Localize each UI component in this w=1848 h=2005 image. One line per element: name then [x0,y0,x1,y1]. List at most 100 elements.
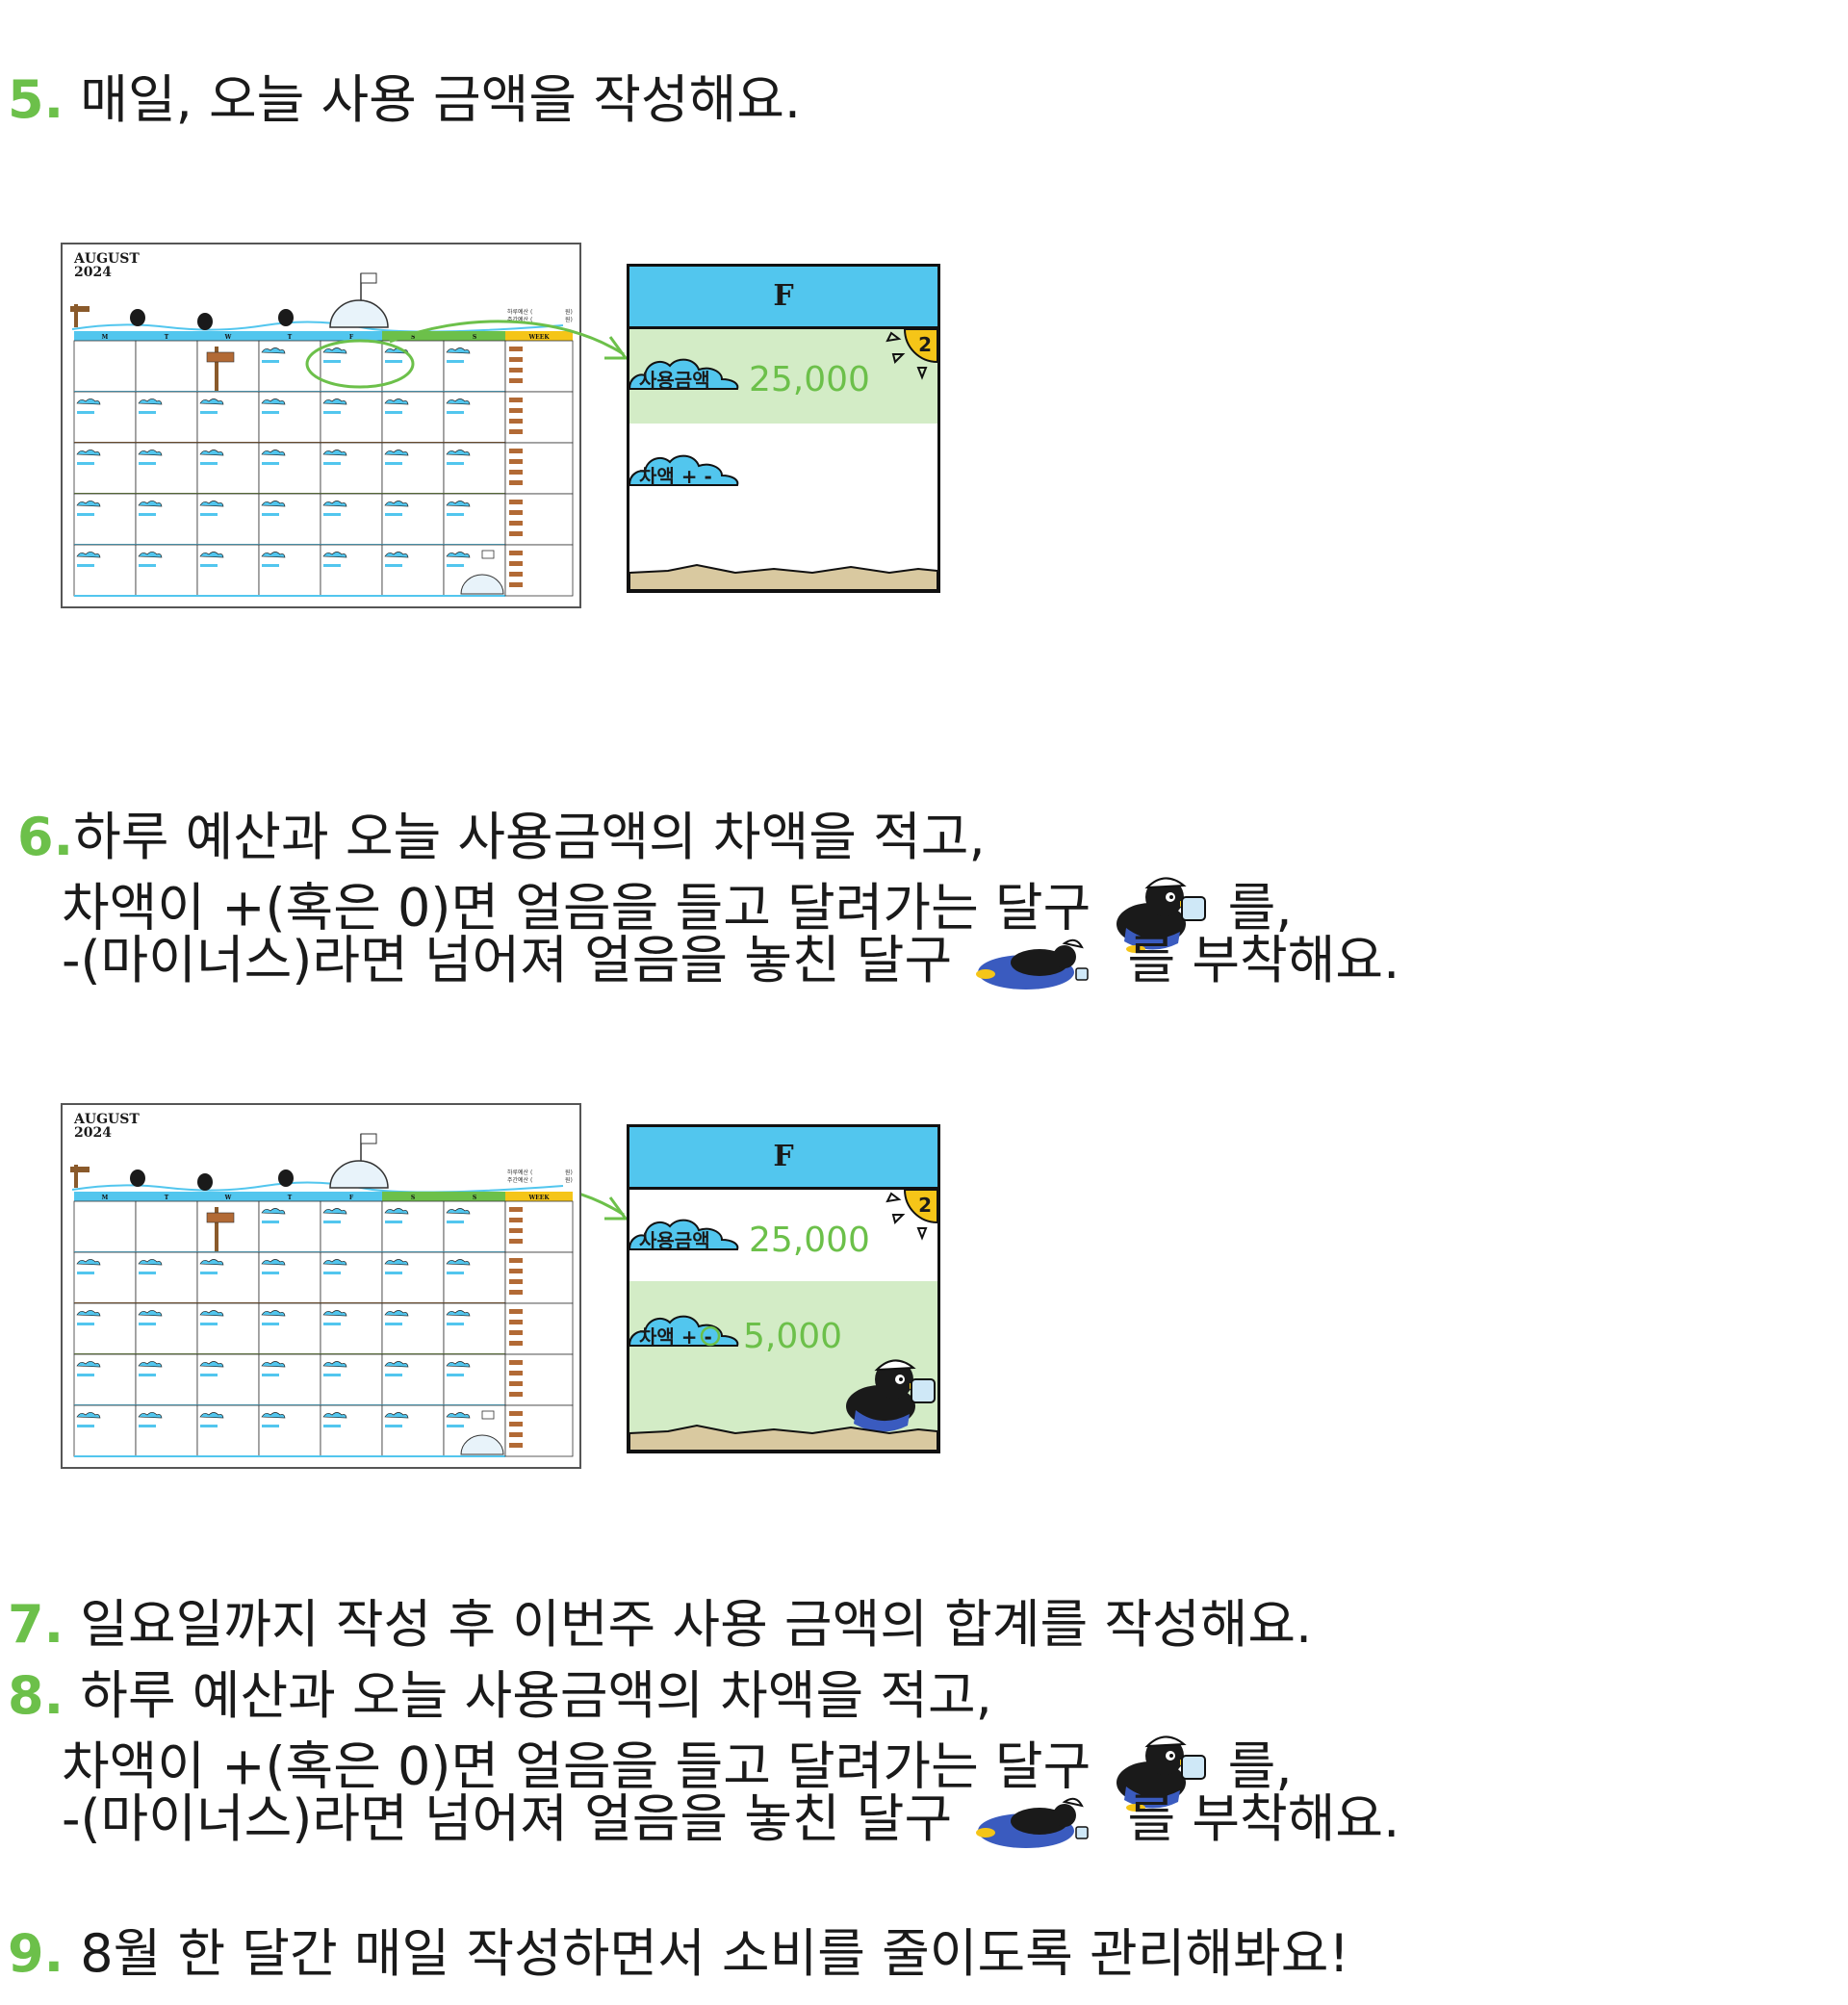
calendar-title: AUGUST 2024 [74,1113,140,1140]
cloud-icon [384,1412,409,1419]
cloud-mini [262,1323,279,1325]
cloud-icon [261,1259,286,1266]
calendar-cell [135,340,198,393]
calendar-cell [443,1353,506,1406]
signpost-icon [215,1207,218,1251]
step-number: 7. [8,1594,64,1655]
calendar-cell [320,1251,383,1304]
week-tag [509,1341,523,1346]
penguin-fallen-icon [976,939,1090,990]
cloud-icon [322,450,347,456]
ground [629,1424,937,1451]
cloud-icon [384,398,409,405]
signpost-board [206,1212,235,1223]
calendar-cell [135,1353,198,1406]
cloud-mini [262,1272,279,1274]
cloud-mini [385,462,402,465]
igloo-icon [460,1434,504,1455]
cloud-icon [628,454,739,486]
cloud-mini [200,411,218,414]
step-number: 9. [8,1923,64,1984]
cloud-mini [262,513,279,516]
week-tag [509,419,523,424]
calendar-cell [135,442,198,495]
budget-line-2-end: 원) [565,1176,573,1184]
week-tag [509,408,523,413]
day-detail-card-1: F 2 사용금액 25,000 차액 + - [627,264,940,593]
cloud-icon [384,1259,409,1266]
calendar-cell [135,1404,198,1457]
day-header-label: M [102,334,109,341]
cloud-mini [447,360,464,363]
cloud-mini [262,360,279,363]
calendar-cell [443,1251,506,1304]
cloud-mini [200,513,218,516]
cloud-mini [262,1374,279,1376]
step-text: 를 부착해요. [1127,1788,1400,1849]
calendar-cell [320,391,383,444]
calendar-cell [258,493,321,546]
cloud-mini [447,1374,464,1376]
igloo-icon [460,574,504,595]
step-5: 5. 매일, 오늘 사용 금액을 작성해요. [8,69,801,131]
cloud-mini [139,1374,156,1376]
calendar-cell [443,493,506,546]
calendar-cell [73,340,137,393]
calendar-cell [320,442,383,495]
calendar-cell [443,1302,506,1355]
week-tag [509,449,523,453]
calendar-cell [381,1302,445,1355]
cloud-icon [628,1219,739,1250]
day-header-cell [259,1192,321,1201]
step-text: 를, [1227,877,1293,938]
cloud-mini [262,1221,279,1223]
cloud-mini [77,462,94,465]
spent-value: 25,000 [749,360,870,399]
calendar-cell [443,340,506,393]
day-header-cell [74,331,136,341]
cloud-mini [139,1425,156,1427]
cloud-mini [139,1272,156,1274]
step-text: 8월 한 달간 매일 작성하면서 소비를 줄이도록 관리해봐요! [80,1923,1350,1984]
cloud-icon [138,1259,163,1266]
budget-line-2-end: 원) [565,316,573,323]
calendar-cell [135,1200,198,1253]
calendar-cell [258,391,321,444]
cloud-icon [261,347,286,354]
cloud-icon [446,398,471,405]
calendar-cell [320,1353,383,1406]
week-header-label: WEEK [527,1195,550,1201]
cloud-icon [261,1310,286,1317]
day-header-label: T [165,1195,169,1201]
calendar-cell [73,544,137,597]
cloud-icon [76,1412,101,1419]
cloud-icon [138,450,163,456]
week-tag [509,1392,523,1397]
calendar-cell [258,1251,321,1304]
sun-icon [886,329,937,380]
calendar-cell [135,493,198,546]
calendar-cell [443,442,506,495]
cloud-mini [323,411,341,414]
week-tag [509,1207,523,1212]
calendar-cell [381,1200,445,1253]
week-tag [509,357,523,362]
flag-icon [481,550,495,559]
calendar-cell [196,1302,260,1355]
cloud-mini [77,1323,94,1325]
cloud-icon [446,1259,471,1266]
calendar-cell [135,544,198,597]
cloud-icon [199,398,224,405]
snow-line [71,321,564,333]
step-6-line-1: 6.하루 예산과 오늘 사용금액의 차액을 적고, [17,807,986,868]
penguin-running-with-ice-icon [846,1359,936,1432]
week-header-label: WEEK [527,334,550,341]
diff-value: 5,000 [743,1317,843,1356]
cloud-icon [199,1310,224,1317]
calendar-cell [258,340,321,393]
budget-line-1-end: 원) [565,308,573,316]
cloud-icon [261,450,286,456]
calendar-cell [320,493,383,546]
cloud-icon [384,552,409,558]
